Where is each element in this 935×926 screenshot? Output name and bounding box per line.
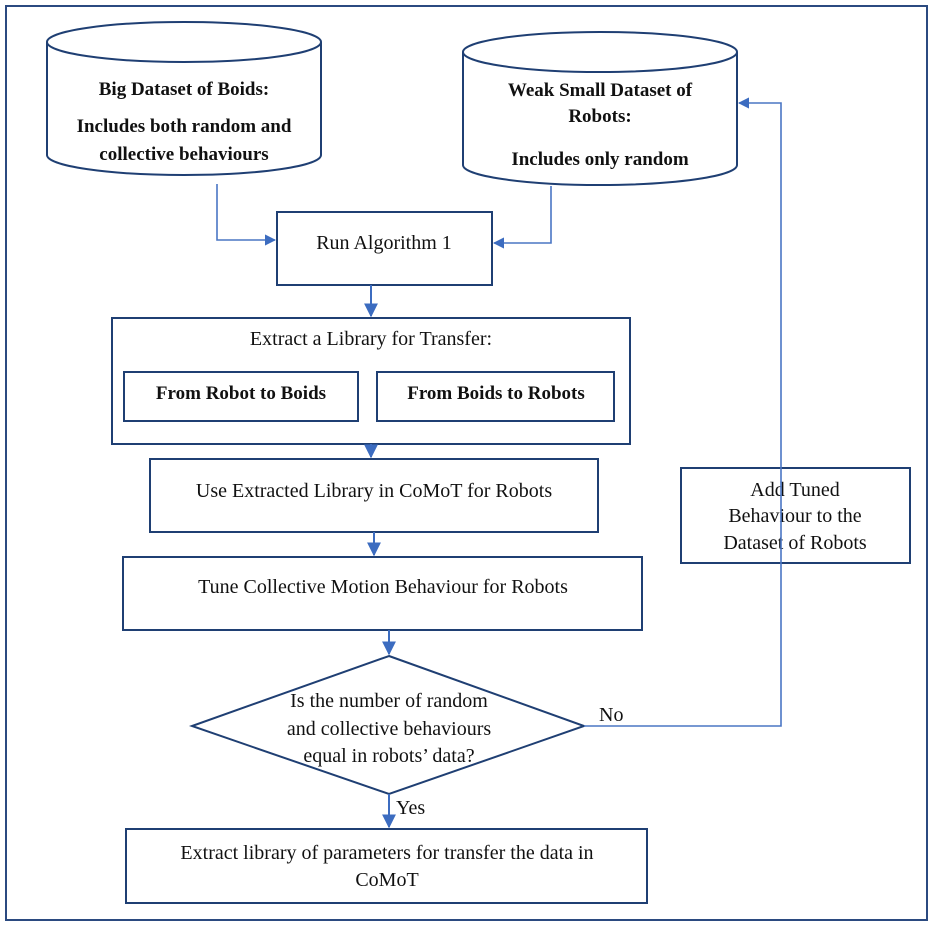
- add-tuned-line3: Dataset of Robots: [723, 532, 867, 554]
- extract-library-label: Extract a Library for Transfer:: [250, 328, 492, 350]
- big-dataset-title: Big Dataset of Boids:: [99, 79, 269, 100]
- edge-big-to-run: [216, 184, 277, 246]
- tune-behaviour-box: [122, 556, 643, 631]
- add-tuned-line1: Add Tuned: [750, 479, 839, 501]
- run-algorithm-box: [276, 211, 493, 286]
- extract-params-line2: CoMoT: [355, 869, 418, 891]
- edge-label-no: No: [599, 704, 623, 726]
- add-tuned-box: [680, 467, 911, 564]
- big-dataset-line2: collective behaviours: [99, 144, 268, 165]
- robot-to-boids-box: [123, 371, 359, 422]
- edge-decision-no: [584, 97, 782, 727]
- add-tuned-line2: Behaviour to the: [728, 505, 861, 527]
- weak-dataset-line3: Includes only random: [511, 149, 689, 170]
- boids-to-robots-label: From Boids to Robots: [407, 383, 585, 404]
- extract-params-line1: Extract library of parameters for transf…: [180, 842, 593, 864]
- weak-dataset-line2: Robots:: [568, 106, 631, 127]
- use-library-label: Use Extracted Library in CoMoT for Robot…: [196, 480, 552, 502]
- big-dataset-cylinder: Big Dataset of Boids: Includes both rand…: [46, 21, 322, 176]
- boids-to-robots-box: [376, 371, 615, 422]
- big-dataset-line1: Includes both random and: [77, 116, 292, 137]
- decision-line3: equal in robots’ data?: [303, 745, 474, 767]
- outer-frame: [5, 5, 928, 921]
- tune-behaviour-label: Tune Collective Motion Behaviour for Rob…: [198, 576, 568, 598]
- weak-dataset-line1: Weak Small Dataset of: [508, 80, 693, 101]
- edge-label-yes: Yes: [396, 797, 425, 819]
- edge-weak-to-run: [492, 186, 552, 249]
- weak-dataset-cylinder: Weak Small Dataset of Robots: Includes o…: [462, 31, 738, 186]
- decision-line1: Is the number of random: [290, 690, 488, 712]
- decision-line2: and collective behaviours: [287, 718, 492, 740]
- run-algorithm-label: Run Algorithm 1: [316, 232, 452, 254]
- robot-to-boids-label: From Robot to Boids: [156, 383, 326, 404]
- extract-params-box: [125, 828, 648, 904]
